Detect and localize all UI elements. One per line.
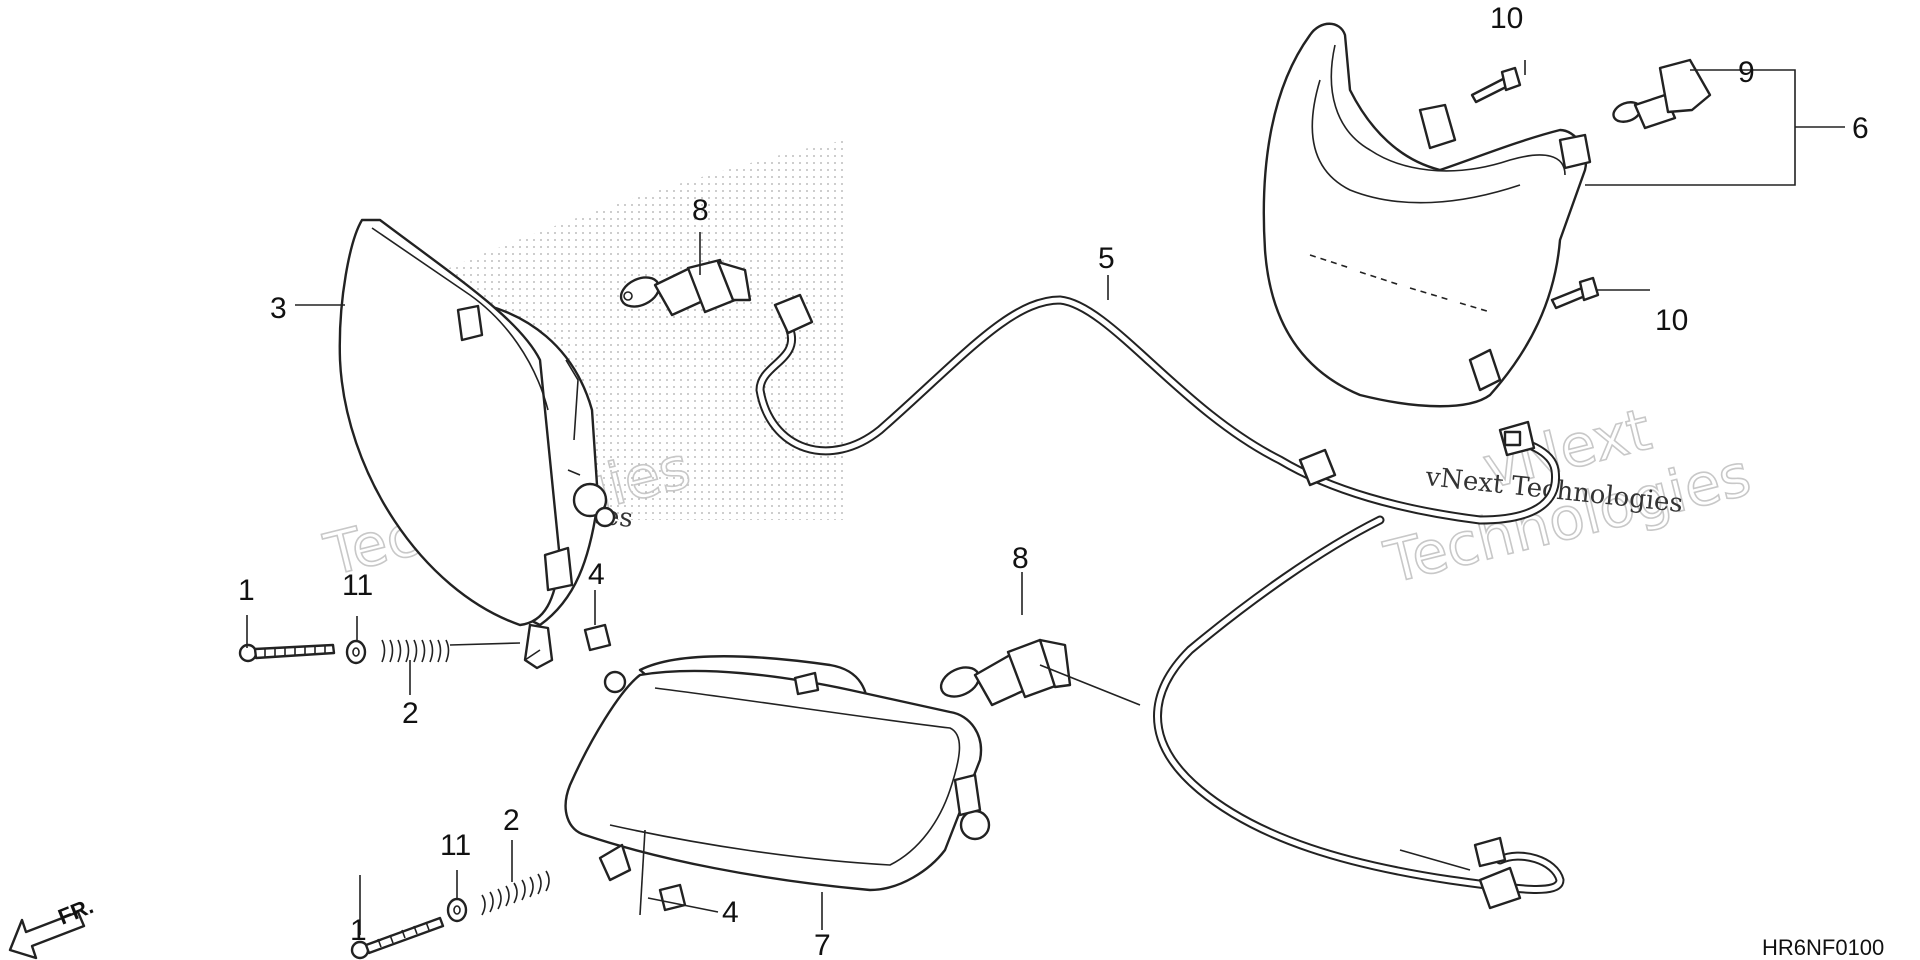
diagram-code: HR6NF0100 bbox=[1762, 935, 1884, 960]
callout-2: 2 bbox=[402, 697, 419, 730]
callout-4: 4 bbox=[588, 558, 605, 591]
lower-mount-bracket bbox=[598, 843, 632, 882]
bulb-small bbox=[1612, 58, 1712, 130]
nut-lower bbox=[658, 883, 687, 912]
nut-upper bbox=[583, 623, 612, 652]
callout-1: 1 bbox=[238, 574, 255, 607]
callout-1: 1 bbox=[350, 914, 367, 947]
screw-lower bbox=[1550, 276, 1600, 310]
callout-6: 6 bbox=[1852, 112, 1869, 145]
callout-5: 5 bbox=[1098, 242, 1115, 275]
callout-2: 2 bbox=[503, 804, 520, 837]
callout-11: 11 bbox=[342, 569, 373, 602]
spring-lower bbox=[481, 870, 550, 916]
callout-10: 10 bbox=[1490, 2, 1523, 35]
wire-harness bbox=[755, 293, 1565, 910]
bulb-lower bbox=[939, 638, 1072, 707]
headlight-lower bbox=[564, 655, 991, 892]
bolt-lower bbox=[350, 916, 445, 960]
front-direction-arrow: FR. bbox=[8, 893, 97, 960]
leader-lines bbox=[246, 60, 1845, 935]
callout-4: 4 bbox=[722, 896, 739, 929]
washer-lower bbox=[446, 897, 468, 923]
headlight-left bbox=[338, 218, 616, 670]
spring-upper bbox=[381, 639, 450, 663]
callout-11: 11 bbox=[440, 829, 471, 862]
rear-lamp bbox=[1262, 22, 1592, 408]
bulb-upper bbox=[619, 258, 752, 317]
callout-10: 10 bbox=[1655, 304, 1688, 337]
direction-label: FR. bbox=[55, 893, 97, 929]
callout-labels: 1 1 2 2 3 4 4 5 6 7 8 8 9 10 10 11 11 bbox=[238, 2, 1869, 960]
callout-7: 7 bbox=[814, 929, 831, 960]
screw-upper bbox=[1470, 66, 1522, 104]
callout-8: 8 bbox=[1012, 542, 1029, 575]
callout-9: 9 bbox=[1738, 56, 1755, 89]
bolt-upper bbox=[238, 643, 336, 663]
washer-upper bbox=[345, 639, 367, 665]
watermark-right: vNext Technologies vNext Technologies bbox=[1377, 394, 1758, 597]
callout-3: 3 bbox=[270, 292, 287, 325]
callout-8: 8 bbox=[692, 194, 709, 227]
